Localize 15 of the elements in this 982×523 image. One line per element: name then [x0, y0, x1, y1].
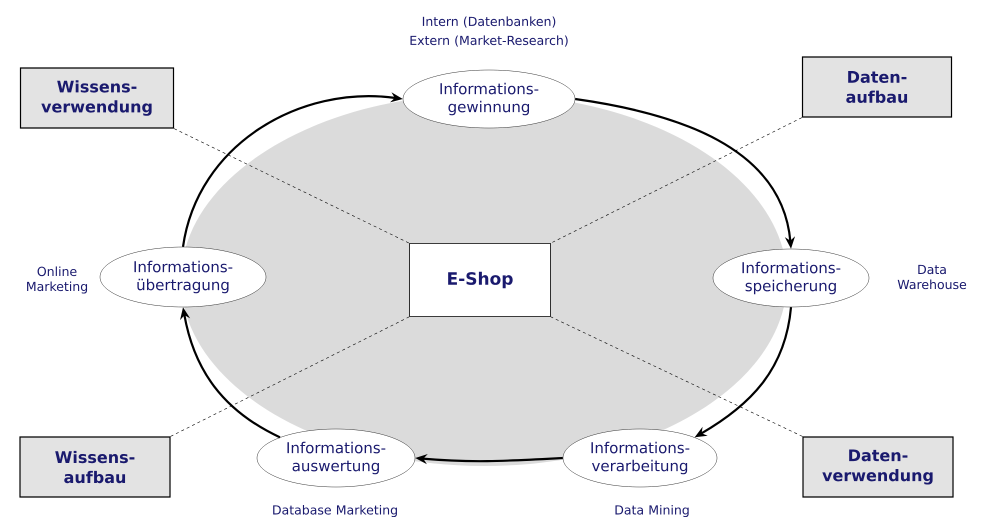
annotation: Database Marketing	[273, 504, 397, 518]
annotation: Online Marketing	[27, 266, 88, 294]
dashed-line	[550, 316, 803, 437]
label-box: Daten- verwendung	[802, 436, 954, 498]
annotation: Intern (Datenbanken)	[422, 16, 556, 28]
label-box: Daten- aufbau	[802, 56, 952, 118]
dashed-line	[170, 316, 410, 437]
center-box: E-Shop	[409, 243, 551, 317]
dashed-line	[174, 128, 410, 244]
annotation: Data Warehouse	[898, 264, 966, 290]
label-box: Wissens- verwendung	[20, 67, 174, 129]
dashed-line	[550, 117, 802, 244]
annotation: Extern (Market-Research)	[410, 35, 568, 47]
annotation: Data Mining	[615, 504, 689, 518]
label-box: Wissens- aufbau	[19, 436, 171, 498]
